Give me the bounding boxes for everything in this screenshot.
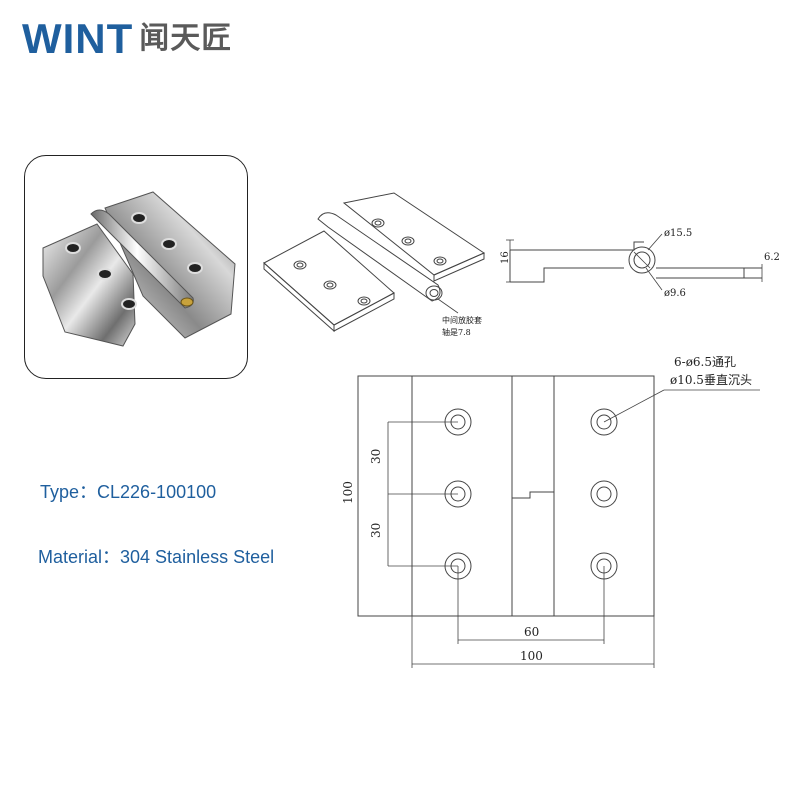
side-thickness-label: 16 — [500, 251, 511, 264]
front-pitch-lower-label: 30 — [369, 523, 383, 538]
hinge-holes — [65, 212, 203, 310]
front-pitch-upper-label: 30 — [369, 449, 383, 464]
hinge-photo — [42, 191, 236, 347]
hole-spec-line2: ø10.5垂直沉头 — [670, 373, 752, 387]
iso-callout-line1: 中间放胶套 — [442, 315, 482, 325]
hinge-right-leaf — [104, 191, 236, 339]
hole-spec-line1: 6-ø6.5通孔 — [674, 355, 736, 369]
front-width-label: 100 — [520, 649, 543, 663]
isometric-drawing: 中间放胶套 轴是7.8 — [263, 192, 486, 337]
side-knuckle-outer-label: ø15.5 — [664, 228, 692, 239]
side-leaf-thickness-label: 6.2 — [764, 252, 780, 263]
iso-callout-line2: 轴是7.8 — [442, 327, 471, 337]
side-view-drawing: 16 ø15.5 ø9.6 6.2 — [500, 228, 780, 299]
front-hole-span-label: 60 — [524, 625, 539, 639]
brand-logo-chinese: 闻天匠 — [139, 21, 233, 56]
front-view-drawing: 6-ø6.5通孔 ø10.5垂直沉头 100 30 30 60 100 — [341, 355, 760, 668]
brand-logo-wordmark: WINT — [22, 15, 134, 62]
hinge-knuckle — [90, 209, 194, 309]
hinge-left-leaf — [42, 223, 136, 347]
spec-material: Material：304 Stainless Steel — [38, 547, 275, 567]
spec-type: Type：CL226-100100 — [40, 482, 217, 502]
product-photo-frame — [24, 155, 248, 379]
side-knuckle-inner-label: ø9.6 — [664, 288, 686, 299]
front-height-label: 100 — [341, 481, 355, 504]
brand-logo: WINT 闻天匠 — [22, 18, 232, 60]
